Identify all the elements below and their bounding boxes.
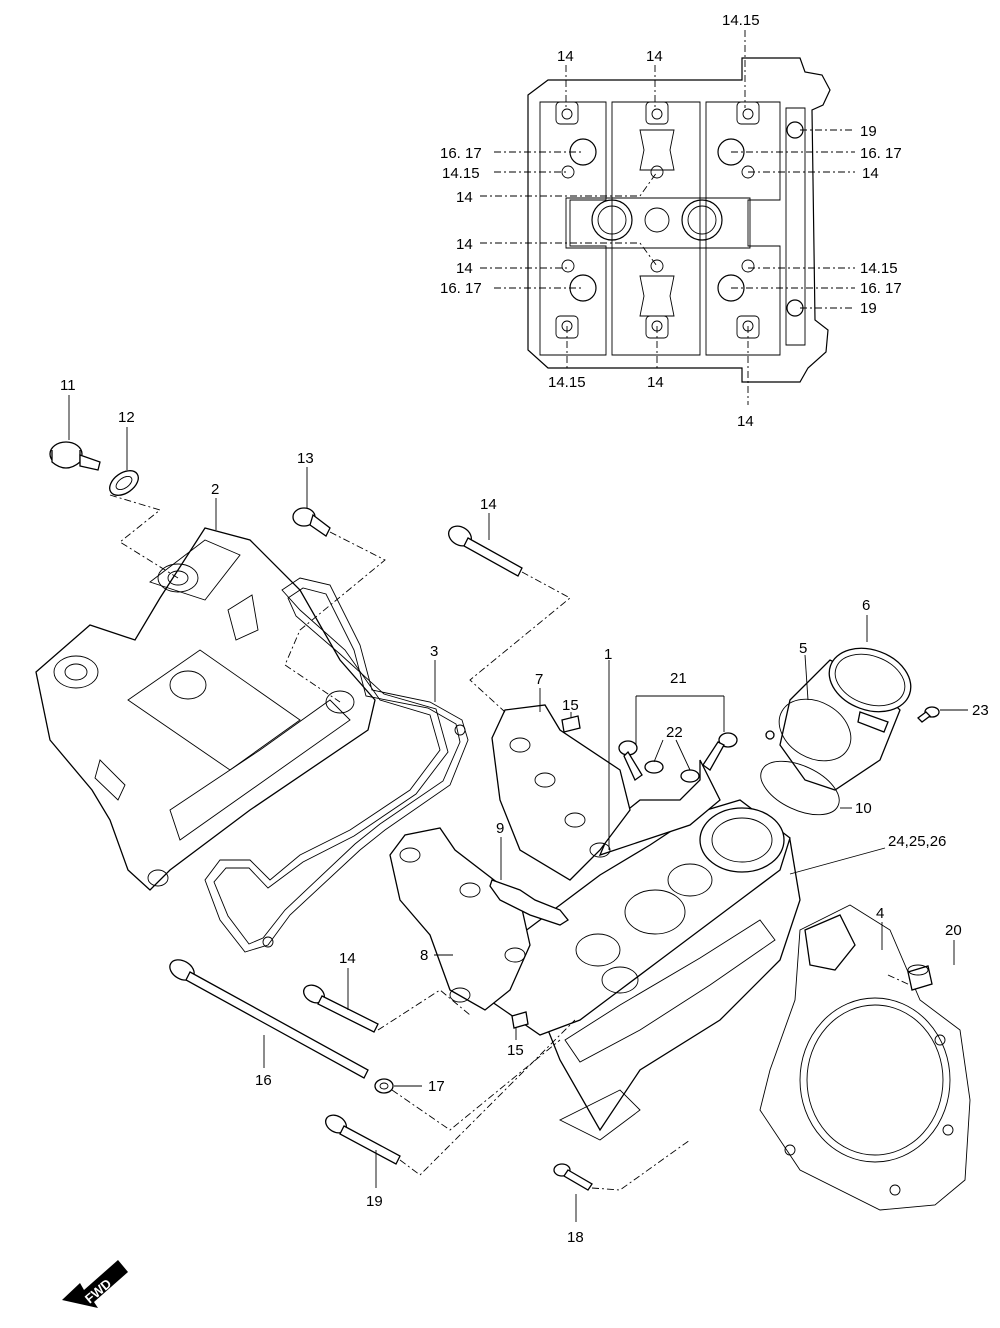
label-top-14-left-2: 14 xyxy=(456,189,473,206)
assembly-lines xyxy=(109,494,911,1191)
part-1-cylinder-head xyxy=(479,759,801,1141)
part-21-bolts xyxy=(618,732,738,781)
part-15-dowel-lower xyxy=(511,1011,529,1029)
label-part-5: 5 xyxy=(799,640,807,657)
label-top-14-15: 14.15 xyxy=(722,12,760,29)
label-part-13: 13 xyxy=(297,450,314,467)
label-part-16: 16 xyxy=(255,1072,272,1089)
label-top-14-b: 14 xyxy=(646,48,663,65)
part-19-bolt xyxy=(325,1114,401,1165)
label-top-16-17-right-2: 16. 17 xyxy=(860,280,902,297)
label-part-8: 8 xyxy=(420,947,428,964)
part-6-clamp xyxy=(828,647,912,733)
part-16-long-bolt xyxy=(169,959,369,1079)
label-top-14-15-left-1: 14.15 xyxy=(442,165,480,182)
part-4-head-gasket xyxy=(759,904,971,1211)
label-part-17: 17 xyxy=(428,1078,445,1095)
fwd-arrow xyxy=(62,1260,128,1308)
part-11-bolt xyxy=(49,441,101,471)
label-part-19: 19 xyxy=(366,1193,383,1210)
label-part-23: 23 xyxy=(972,702,989,719)
label-part-21: 21 xyxy=(670,670,687,687)
label-part-15-upper: 15 xyxy=(562,697,579,714)
label-top-14-left-4: 14 xyxy=(456,260,473,277)
part-22-washers xyxy=(644,760,700,783)
label-part-24-25-26: 24,25,26 xyxy=(888,833,946,850)
part-14-bolt-upper xyxy=(448,525,523,577)
label-part-20: 20 xyxy=(945,922,962,939)
part-7-cam-holder xyxy=(491,704,631,881)
top-view-labels: 14.15 14 14 19 16. 17 16. 17 14.15 14 14… xyxy=(440,12,902,430)
part-13-bolt xyxy=(292,507,331,537)
part-10-o-ring xyxy=(760,760,840,816)
label-part-9: 9 xyxy=(496,820,504,837)
part-12-seal-washer xyxy=(109,470,139,496)
label-part-15-lower: 15 xyxy=(507,1042,524,1059)
part-8-cam-holder xyxy=(389,827,531,1011)
label-leaders xyxy=(68,395,968,1222)
label-part-12: 12 xyxy=(118,409,135,426)
part-3-cover-gasket xyxy=(204,577,469,953)
label-part-14-upper: 14 xyxy=(480,496,497,513)
head-top-view xyxy=(480,30,855,405)
label-part-10: 10 xyxy=(855,800,872,817)
part-14-bolt-lower xyxy=(303,984,379,1033)
label-top-19-b: 19 xyxy=(860,300,877,317)
label-top-16-17-left-2: 16. 17 xyxy=(440,280,482,297)
label-top-14-left-3: 14 xyxy=(456,236,473,253)
label-part-6: 6 xyxy=(862,597,870,614)
part-20-dowel xyxy=(907,964,933,991)
label-part-2: 2 xyxy=(211,481,219,498)
part-2-head-cover xyxy=(35,527,376,891)
label-top-14-15-right-2: 14.15 xyxy=(860,260,898,277)
label-top-19-a: 19 xyxy=(860,123,877,140)
label-top-14-bottom-1: 14 xyxy=(647,374,664,391)
label-part-3: 3 xyxy=(430,643,438,660)
part-17-washer xyxy=(374,1078,394,1094)
label-top-14-bottom-2: 14 xyxy=(737,413,754,430)
label-part-14-lower: 14 xyxy=(339,950,356,967)
label-part-18: 18 xyxy=(567,1229,584,1246)
part-18-bolt xyxy=(553,1163,593,1191)
label-top-16-17-left-1: 16. 17 xyxy=(440,145,482,162)
label-part-7: 7 xyxy=(535,671,543,688)
label-part-22: 22 xyxy=(666,724,683,741)
label-top-14-15-bottom: 14.15 xyxy=(548,374,586,391)
label-part-1: 1 xyxy=(604,646,612,663)
label-top-14-right-1: 14 xyxy=(862,165,879,182)
label-top-16-17-right-1: 16. 17 xyxy=(860,145,902,162)
label-part-4: 4 xyxy=(876,905,884,922)
part-9-sensor xyxy=(489,879,569,926)
part-23-screw xyxy=(917,706,940,723)
part-15-dowel-upper xyxy=(561,715,581,733)
label-top-14-a: 14 xyxy=(557,48,574,65)
label-part-11: 11 xyxy=(60,377,76,394)
